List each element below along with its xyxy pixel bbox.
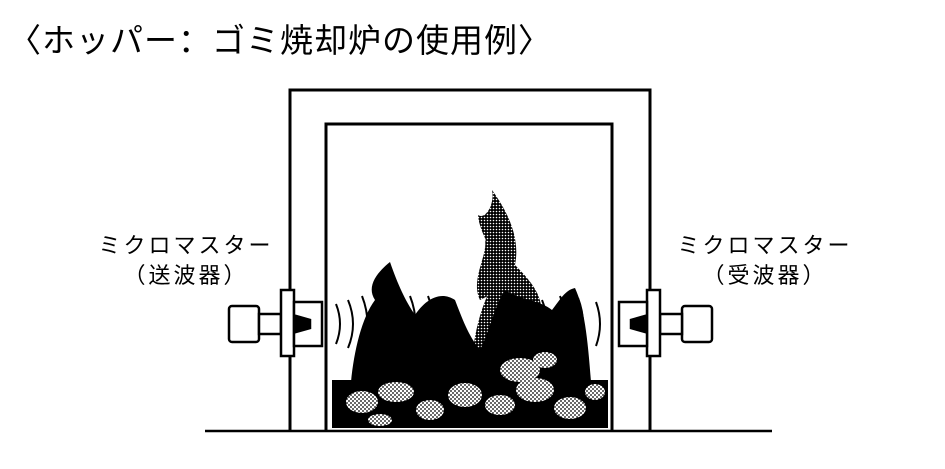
microwave-beam xyxy=(335,295,601,353)
transmitter-name: ミクロマスター xyxy=(98,234,274,259)
hopper-frame xyxy=(288,88,652,430)
transmitter-label: ミクロマスター （送波器） xyxy=(76,232,296,292)
transmitter-sensor xyxy=(227,288,324,358)
receiver-role: （受波器） xyxy=(702,264,828,289)
refuse-pile xyxy=(332,352,608,428)
flame-front xyxy=(350,262,592,395)
receiver-sensor xyxy=(617,288,714,358)
receiver-label: ミクロマスター （受波器） xyxy=(655,232,875,292)
diagram-title: 〈ホッパー：ゴミ焼却炉の使用例〉 xyxy=(8,21,552,60)
transmitter-role: （送波器） xyxy=(123,264,249,289)
receiver-name: ミクロマスター xyxy=(677,234,853,259)
flame-tip xyxy=(476,240,502,300)
